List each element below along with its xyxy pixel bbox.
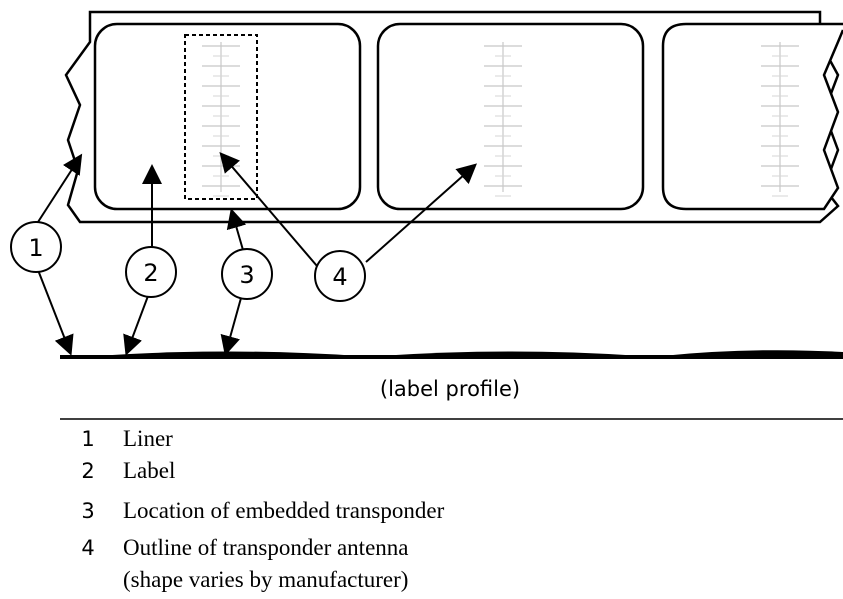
legend-3-number: 3 [81,499,94,523]
arrow-4-antenna-1 [219,151,318,267]
arrow-2-label-profile [123,295,149,356]
arrow-1-liner-profile [37,269,74,356]
transponder-location-outline [184,34,258,200]
legend-4-text-line2: (shape varies by manufacturer) [123,567,408,592]
transponder-antennas [202,42,799,197]
legend-2-text: Label [123,458,175,483]
callout-2-number: 2 [143,259,158,287]
legend-1-text: Liner [123,426,173,451]
arrow-3-transponder-profile [220,297,242,356]
callout-2: 2 [125,246,177,298]
callout-3: 3 [221,248,273,300]
callout-1: 1 [10,221,62,273]
legend-2-number: 2 [81,459,94,483]
profile-caption: (label profile) [380,377,520,401]
arrow-4-antenna-2 [365,163,477,263]
label-profile [60,350,843,359]
callout-1-number: 1 [28,234,43,262]
legend-3-text: Location of embedded transponder [123,498,445,523]
legend-1-number: 1 [81,427,94,451]
legend-4-number: 4 [81,536,94,560]
antenna-2 [484,42,522,197]
arrow-1-liner-top [37,153,83,223]
callout-4-number: 4 [332,263,347,291]
callout-4: 4 [314,250,366,302]
callout-arrows [37,151,477,356]
label-3 [661,22,843,211]
legend: 1 Liner 2 Label 3 Location of embedded t… [81,426,444,592]
legend-4-text: Outline of transponder antenna [123,535,409,560]
callout-3-number: 3 [239,261,254,289]
antenna-1 [202,42,240,197]
arrow-3-transponder-top [226,208,247,251]
antenna-3 [761,42,799,197]
